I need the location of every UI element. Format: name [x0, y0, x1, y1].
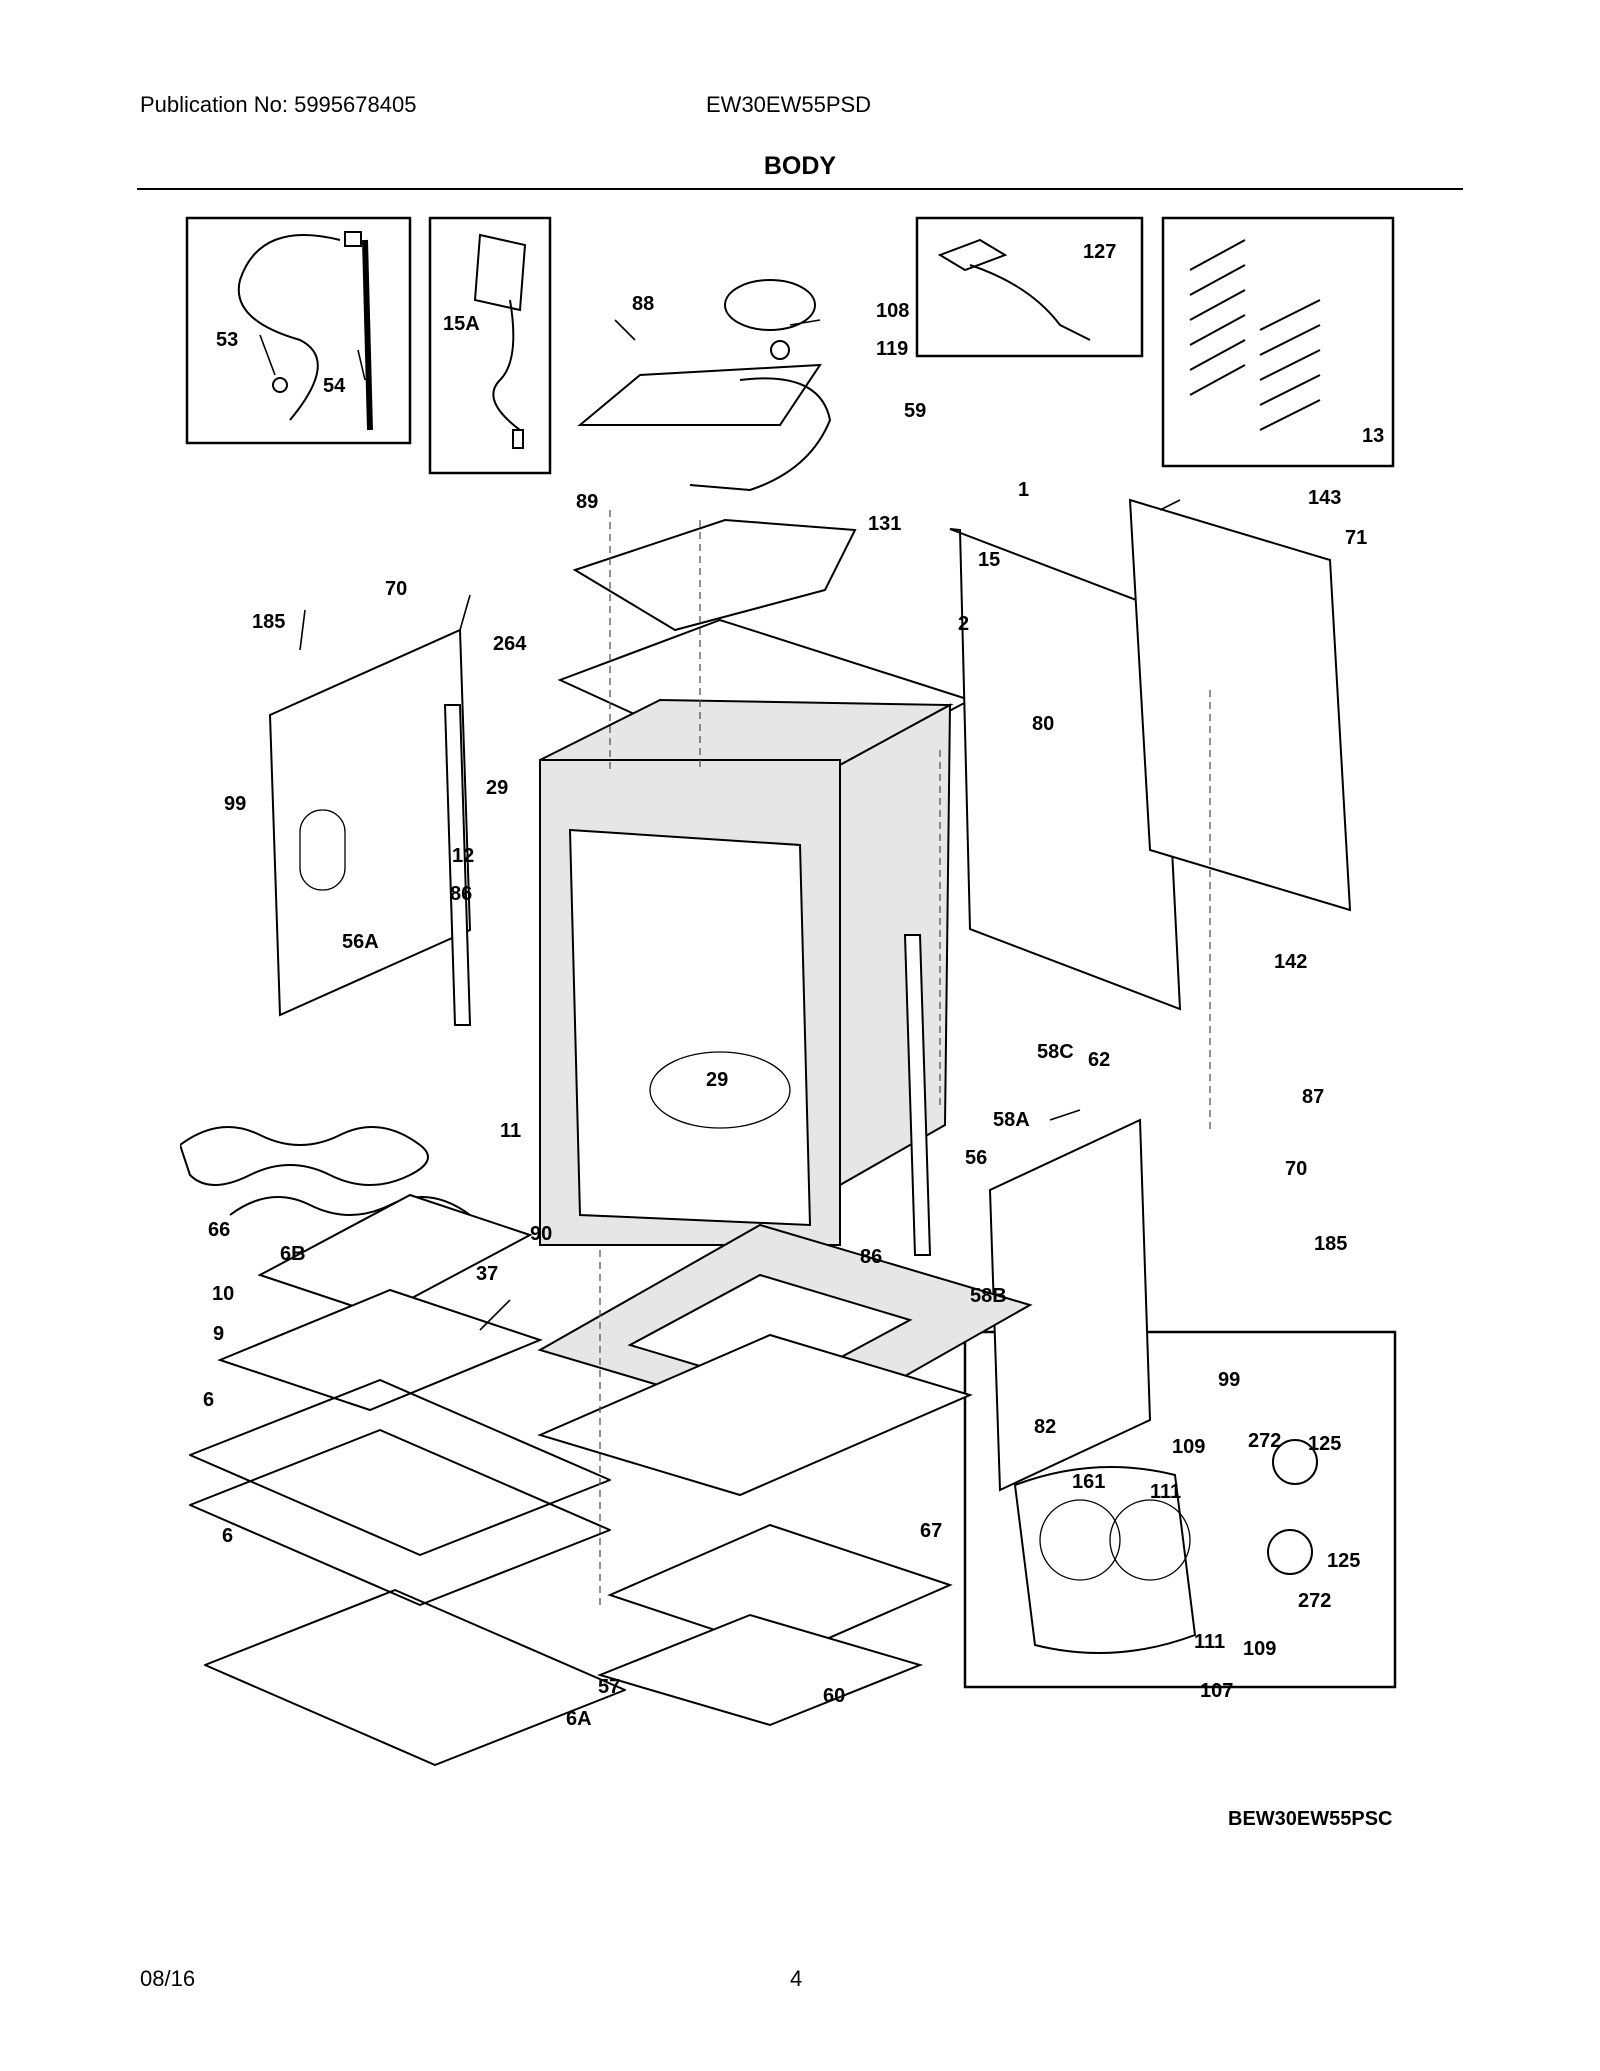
callout-125: 125: [1308, 1433, 1341, 1455]
bottom-frame: [537, 1223, 1033, 1727]
callout-89: 89: [576, 491, 598, 513]
exploded-parts-diagram: 53 54 15A 88 108 119 59 127 13 89 131 15…: [180, 216, 1397, 1766]
callout-6B: 6B: [280, 1243, 306, 1265]
callout-127: 127: [1083, 241, 1116, 263]
callout-1: 1: [1018, 479, 1029, 501]
callout-2: 2: [958, 613, 969, 635]
side-panels: [268, 498, 1352, 1492]
footer-date: 08/16: [140, 1966, 196, 1991]
callout-58B: 58B: [970, 1285, 1007, 1307]
callout-109: 109: [1172, 1436, 1205, 1458]
callout-109b: 109: [1243, 1638, 1276, 1660]
callout-111: 111: [1150, 1481, 1181, 1503]
callout-125b: 125: [1327, 1550, 1360, 1572]
callout-11: 11: [500, 1120, 521, 1142]
callout-29: 29: [486, 777, 508, 799]
callout-6b: 6: [222, 1525, 233, 1547]
callout-107: 107: [1200, 1680, 1233, 1702]
diagram-code: BEW30EW55PSC: [1228, 1808, 1393, 1830]
callout-86b: 86: [860, 1246, 882, 1268]
callout-10: 10: [212, 1283, 234, 1305]
inset-convection-fans: [963, 1330, 1397, 1689]
callout-58A: 58A: [993, 1109, 1030, 1131]
callout-86: 86: [450, 883, 472, 905]
section-title: BODY: [763, 152, 837, 180]
callout-142: 142: [1274, 951, 1307, 973]
callout-82: 82: [1034, 1416, 1056, 1438]
callout-53: 53: [216, 329, 238, 351]
callout-87: 87: [1302, 1086, 1324, 1108]
callout-119: 119: [876, 338, 908, 360]
callout-131: 131: [868, 513, 901, 535]
publication-number: Publication No: 5995678405: [140, 92, 417, 117]
callout-264: 264: [493, 633, 527, 655]
callout-272b: 272: [1298, 1590, 1331, 1612]
callout-99: 99: [224, 793, 246, 815]
inset-wire-harness: [915, 216, 1144, 358]
callout-6A: 6A: [566, 1708, 592, 1730]
callout-88: 88: [632, 293, 654, 315]
callout-60: 60: [823, 1685, 845, 1707]
callout-56: 56: [965, 1147, 987, 1169]
callout-15A: 15A: [443, 313, 480, 335]
callout-56A: 56A: [342, 931, 379, 953]
callout-labels: 53 54 15A 88 108 119 59 127 13 89 131 15…: [203, 241, 1384, 1730]
callout-80: 80: [1032, 713, 1054, 735]
callout-58C: 58C: [1037, 1041, 1074, 1063]
callout-111b: 111: [1194, 1631, 1225, 1653]
callout-13: 13: [1362, 425, 1384, 447]
callout-54: 54: [323, 375, 346, 397]
racks: [189, 1193, 626, 1766]
callout-29b: 29: [706, 1069, 728, 1091]
callout-99b: 99: [1218, 1369, 1240, 1391]
callout-185: 185: [252, 611, 285, 633]
callout-70: 70: [385, 578, 407, 600]
callout-70b: 70: [1285, 1158, 1307, 1180]
callout-185b: 185: [1314, 1233, 1347, 1255]
callout-62: 62: [1088, 1049, 1110, 1071]
model-number: EW30EW55PSD: [706, 92, 872, 117]
oven-cavity: [539, 698, 954, 1246]
callout-71: 71: [1345, 527, 1367, 549]
callout-67: 67: [920, 1520, 942, 1542]
callout-57: 57: [598, 1676, 620, 1698]
callout-12: 12: [452, 845, 474, 867]
callout-6: 6: [203, 1389, 214, 1411]
title-rule: [137, 188, 1463, 190]
callout-272: 272: [1248, 1430, 1281, 1452]
inset-control-board: [428, 216, 552, 475]
bake-element: [180, 1126, 471, 1216]
callout-161: 161: [1072, 1471, 1105, 1493]
inset-rack-supports: [1161, 216, 1395, 468]
callout-143: 143: [1308, 487, 1341, 509]
callout-90: 90: [530, 1223, 552, 1245]
callout-9: 9: [213, 1323, 224, 1345]
callout-15: 15: [978, 549, 1000, 571]
callout-108: 108: [876, 300, 909, 322]
inset-sensor-wiring: [185, 216, 412, 445]
page-number: 4: [790, 1966, 803, 1991]
callout-59: 59: [904, 400, 926, 422]
callout-37: 37: [476, 1263, 498, 1285]
leader-lines: [259, 319, 1181, 1331]
alignment-lines: [599, 510, 1211, 1610]
callout-66: 66: [208, 1219, 230, 1241]
